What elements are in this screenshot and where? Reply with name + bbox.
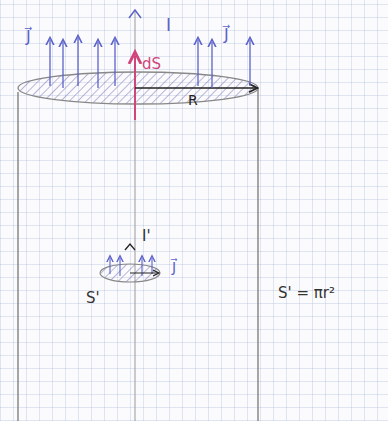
current-density-label: J⃗ xyxy=(26,28,31,46)
current-density-label: J⃗ xyxy=(224,26,229,44)
radius-label: R xyxy=(188,93,198,108)
current-density-label: J⃗ xyxy=(172,260,176,275)
cross-section xyxy=(18,72,258,104)
small-section xyxy=(100,264,160,282)
surface-element-label: dS xyxy=(142,56,161,73)
radius-arrow-small xyxy=(130,273,158,274)
axis-line xyxy=(135,10,136,421)
surface-label: S' xyxy=(86,290,100,307)
j-arrows xyxy=(50,38,250,88)
current-label: I xyxy=(166,16,171,35)
current-arrowhead-small xyxy=(125,244,135,250)
cylinder-wall xyxy=(257,88,258,421)
radius-arrow xyxy=(135,87,256,88)
current-arrowhead xyxy=(129,10,141,18)
cylinder-wall xyxy=(17,92,18,421)
formula-note: S' = πr² xyxy=(278,285,335,302)
current-label: I' xyxy=(142,228,151,245)
